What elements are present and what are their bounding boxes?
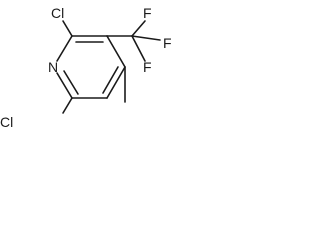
fluorine-atom-bottom: F	[143, 59, 152, 75]
bond-c4-c5-inner	[102, 66, 119, 94]
bond-cf3-f-bottom	[131, 35, 146, 62]
bond-cf3-f-top	[131, 20, 146, 37]
bond-n-c2	[56, 35, 73, 62]
bond-c3-c4	[106, 35, 126, 68]
fluorine-atom-right: F	[163, 35, 172, 51]
chlorine-atom-bottom: Cl	[0, 114, 13, 130]
bond-c6-n-inner	[63, 70, 79, 95]
bond-cf3-f-right	[131, 35, 161, 41]
bond-c6-cl	[62, 97, 73, 114]
chemical-structure: N Cl Cl F F F	[0, 5, 172, 130]
bond-c2-cl	[62, 20, 73, 37]
bond-c6-n	[56, 72, 73, 99]
nitrogen-atom: N	[48, 59, 58, 75]
chlorine-atom-top: Cl	[51, 5, 64, 21]
fluorine-atom-top: F	[143, 5, 152, 21]
bond-c4-c5	[106, 66, 126, 99]
